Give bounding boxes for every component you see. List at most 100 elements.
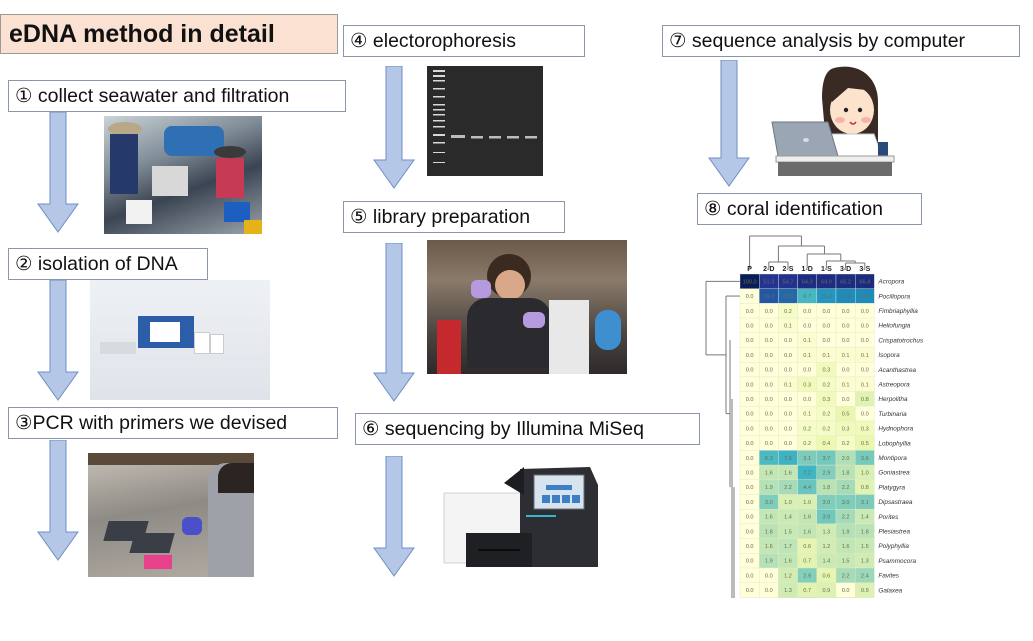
heatmap-cell-value: 0.0 xyxy=(861,309,869,315)
heatmap-cell-value: 1.6 xyxy=(765,470,773,476)
heatmap-cell-value: 54.7 xyxy=(783,279,794,285)
heatmap-cell-value: 22.5 xyxy=(783,294,794,300)
heatmap-cell-value: 0.1 xyxy=(842,382,850,388)
heatmap-cell-value: 0.0 xyxy=(765,353,773,359)
heatmap-cell-value: 1.0 xyxy=(784,500,792,506)
heatmap-cell-value: 1.6 xyxy=(842,544,850,550)
heatmap-cell-value: 13.5 xyxy=(859,294,870,300)
heatmap-cell-value: 0.2 xyxy=(803,426,811,432)
heatmap-cell-value: 1.4 xyxy=(823,559,831,565)
row-label: Dipsastraea xyxy=(878,499,913,506)
heatmap-cell-value: 2.2 xyxy=(842,485,850,491)
heatmap-cell-value: 0.8 xyxy=(861,397,869,403)
heatmap-cell-value: 3.0 xyxy=(823,500,831,506)
heatmap-cell-value: 3.7 xyxy=(823,456,831,462)
seawater-filtration-photo xyxy=(104,116,262,234)
heatmap-cell-value: 2.2 xyxy=(784,485,792,491)
heatmap-cell-value: 0.0 xyxy=(746,485,754,491)
heatmap-cell-value: 0.1 xyxy=(803,338,811,344)
heatmap-cell-value: 0.2 xyxy=(823,382,831,388)
heatmap-cell-value: 1.6 xyxy=(803,515,811,521)
row-label: Lobophyllia xyxy=(878,440,911,447)
pcr-photo xyxy=(88,453,254,577)
row-label: Montipora xyxy=(878,455,907,462)
heatmap-cell-value: 1.6 xyxy=(765,544,773,550)
step-7-label: ⑦ sequence analysis by computer xyxy=(662,25,1020,57)
heatmap-cell-value: 0.7 xyxy=(803,588,811,594)
heatmap-cell-value: 0.0 xyxy=(784,426,792,432)
heatmap-cell-value: 3.0 xyxy=(842,500,850,506)
heatmap-cell-value: 0.7 xyxy=(803,559,811,565)
heatmap-cell-value: 3.6 xyxy=(861,456,869,462)
computer-illustration xyxy=(771,66,895,176)
heatmap-cell-value: 0.0 xyxy=(746,441,754,447)
heatmap-cell xyxy=(739,597,760,613)
arrow-down-icon xyxy=(708,60,750,187)
heatmap-cell-value: 1.6 xyxy=(784,470,792,476)
heatmap-cell-value: 7.2 xyxy=(803,470,811,476)
row-label: Astreopora xyxy=(877,381,910,388)
heatmap-cell-value: 0.0 xyxy=(784,412,792,418)
heatmap-cell-value: 0.0 xyxy=(861,338,869,344)
heatmap-cell-value: 1.4 xyxy=(784,515,792,521)
row-label: Crispatotrochus xyxy=(878,337,924,344)
heatmap-cell-value: 0.0 xyxy=(746,573,754,579)
heatmap-cell-value: 0.0 xyxy=(746,397,754,403)
heatmap-cell-value: 6.3 xyxy=(765,456,773,462)
heatmap-cell-value: 51.3 xyxy=(763,279,774,285)
heatmap-cell-value: 0.0 xyxy=(823,338,831,344)
heatmap-cell-value: 0.2 xyxy=(842,441,850,447)
heatmap-cell-value: 0.0 xyxy=(746,382,754,388)
heatmap-cell-value: 0.0 xyxy=(746,412,754,418)
step-8-label: ⑧ coral identification xyxy=(697,193,922,225)
heatmap-cell-value: 0.1 xyxy=(784,323,792,329)
gel-photo xyxy=(427,66,543,176)
heatmap-cell-value: 2.0 xyxy=(842,456,850,462)
heatmap-cell-value: 0.3 xyxy=(823,397,831,403)
heatmap-cell xyxy=(797,597,817,613)
heatmap-cell-value: 0.0 xyxy=(784,338,792,344)
heatmap-cell-value: 0.0 xyxy=(765,397,773,403)
row-label: Herpolitha xyxy=(878,396,908,403)
column-label: 2-S xyxy=(783,266,794,273)
heatmap-cell-value: 2.2 xyxy=(842,573,850,579)
library-prep-photo xyxy=(427,240,627,374)
heatmap-cell-value: 1.8 xyxy=(823,485,831,491)
arrow-down-icon xyxy=(37,280,79,401)
step-3-label: ③PCR with primers we devised xyxy=(8,407,338,439)
heatmap-cell-value: 64.3 xyxy=(802,279,813,285)
heatmap-cell-value: 0.0 xyxy=(823,323,831,329)
heatmap-cell-value: 0.0 xyxy=(746,353,754,359)
heatmap-cell-value: 0.5 xyxy=(842,412,850,418)
heatmap-cell-value: 0.8 xyxy=(861,485,869,491)
heatmap-cell-value: 0.0 xyxy=(746,588,754,594)
heatmap-cell-value: 0.0 xyxy=(746,338,754,344)
row-label: Heliofungia xyxy=(878,323,910,330)
heatmap-cell-value: 1.0 xyxy=(861,470,869,476)
heatmap-cell-value: 0.0 xyxy=(842,397,850,403)
column-label: P xyxy=(747,266,752,273)
heatmap-cell-value: 0.3 xyxy=(803,382,811,388)
heatmap-cell-value: 0.1 xyxy=(784,382,792,388)
heatmap-cell-value: 2.9 xyxy=(803,573,811,579)
heatmap-cell-value: 0.0 xyxy=(784,441,792,447)
heatmap-cell-value: 1.9 xyxy=(765,559,773,565)
heatmap-cell-value: 2.2 xyxy=(842,515,850,521)
heatmap-cell-value: 0.1 xyxy=(861,382,869,388)
heatmap-cell-value: 0.9 xyxy=(823,588,831,594)
heatmap-cell-value: 0.0 xyxy=(842,323,850,329)
heatmap-cell-value: 0.0 xyxy=(765,426,773,432)
heatmap-cell-value: 1.5 xyxy=(784,529,792,535)
row-label: Goniastrea xyxy=(878,470,910,477)
column-label: 1-S xyxy=(821,266,832,273)
heatmap-cell-value: 0.0 xyxy=(861,412,869,418)
heatmap-cell-value: 0.0 xyxy=(765,588,773,594)
heatmap-cell xyxy=(835,597,856,613)
heatmap-cell-value: 0.0 xyxy=(746,529,754,535)
heatmap-cell-value: 0.2 xyxy=(823,412,831,418)
heatmap-cell-value: 0.0 xyxy=(746,456,754,462)
heatmap-cell-value: 0.0 xyxy=(746,544,754,550)
heatmap-cell-value: 0.0 xyxy=(765,573,773,579)
row-label: Acropora xyxy=(877,279,904,286)
